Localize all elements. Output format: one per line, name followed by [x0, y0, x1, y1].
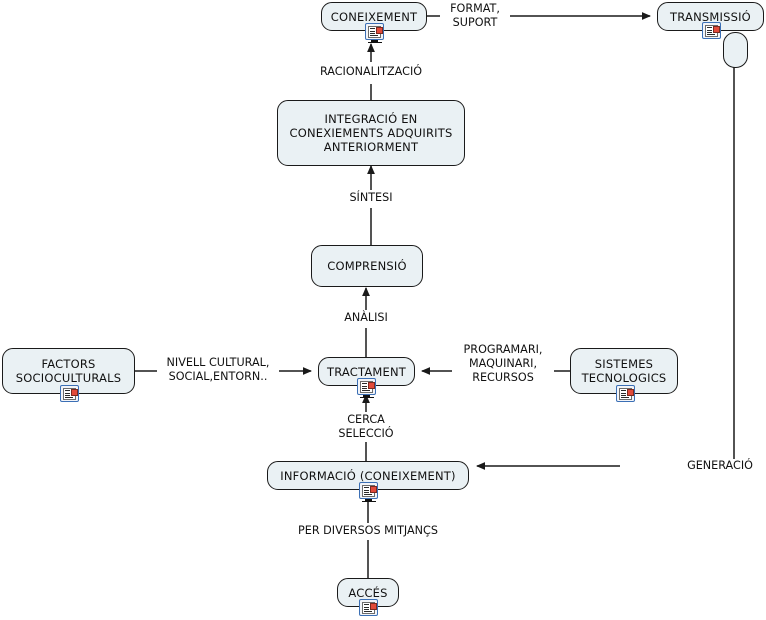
node-label: TRANSMISSIÓ — [670, 9, 751, 24]
document-monitor-icon — [365, 23, 384, 44]
document-monitor-icon — [357, 378, 376, 399]
edge-label-sintesi: SÍNTESI — [331, 191, 411, 205]
edge-label-programari: PROGRAMARI, MAQUINARI, RECURSOS — [452, 343, 554, 385]
document-monitor-icon — [359, 599, 378, 618]
edge-label-cerca-seleccio: CERCA SELECCIÓ — [326, 413, 406, 441]
edge-label-racionalitzacio: RACIONALITZACIÓ — [301, 65, 441, 79]
node-label: INTEGRACIÓ EN CONEXIEMENTS ADQUIRITS ANT… — [289, 112, 453, 154]
node-acces[interactable]: ACCÉS — [337, 578, 399, 616]
node-label: CONEIXEMENT — [330, 9, 418, 24]
document-monitor-icon — [616, 385, 635, 404]
node-label: COMPRENSIÓ — [327, 259, 407, 273]
node-tractament[interactable]: TRACTAMENT — [318, 357, 415, 399]
node-label: FACTORS SOCIOCULTURALS — [15, 357, 122, 385]
node-label: SISTEMES TECNOLOGICS — [581, 357, 667, 385]
edge-label-per-diversos-mitjancs: PER DIVERSOS MITJANÇS — [278, 524, 458, 538]
node-label: ACCÉS — [348, 585, 388, 600]
node-label: TRACTAMENT — [326, 364, 407, 379]
transmissio-pill-connector — [723, 32, 748, 68]
node-transmissio[interactable]: TRANSMISSIÓ — [657, 2, 764, 39]
edge-label-format-suport: FORMAT, SUPORT — [440, 2, 510, 30]
node-coneixement[interactable]: CONEIXEMENT — [321, 2, 427, 44]
edge-label-analisi: ANÀLISI — [326, 311, 406, 325]
edge-label-generacio: GENERACIÓ — [677, 459, 763, 473]
node-comprensio[interactable]: COMPRENSIÓ — [311, 245, 423, 287]
edge-label-nivell-cultural: NIVELL CULTURAL, SOCIAL,ENTORN.. — [157, 356, 279, 384]
node-informacio[interactable]: INFORMACIÓ (CONEIXEMENT) — [267, 461, 469, 503]
document-monitor-icon — [60, 385, 79, 404]
document-monitor-icon — [359, 482, 378, 503]
node-sistemes-tecnologics[interactable]: SISTEMES TECNOLOGICS — [570, 348, 678, 402]
document-monitor-icon — [702, 22, 721, 41]
node-label: INFORMACIÓ (CONEIXEMENT) — [280, 468, 456, 483]
node-factors-socioculturals[interactable]: FACTORS SOCIOCULTURALS — [2, 348, 135, 402]
node-integracio[interactable]: INTEGRACIÓ EN CONEXIEMENTS ADQUIRITS ANT… — [277, 100, 465, 166]
